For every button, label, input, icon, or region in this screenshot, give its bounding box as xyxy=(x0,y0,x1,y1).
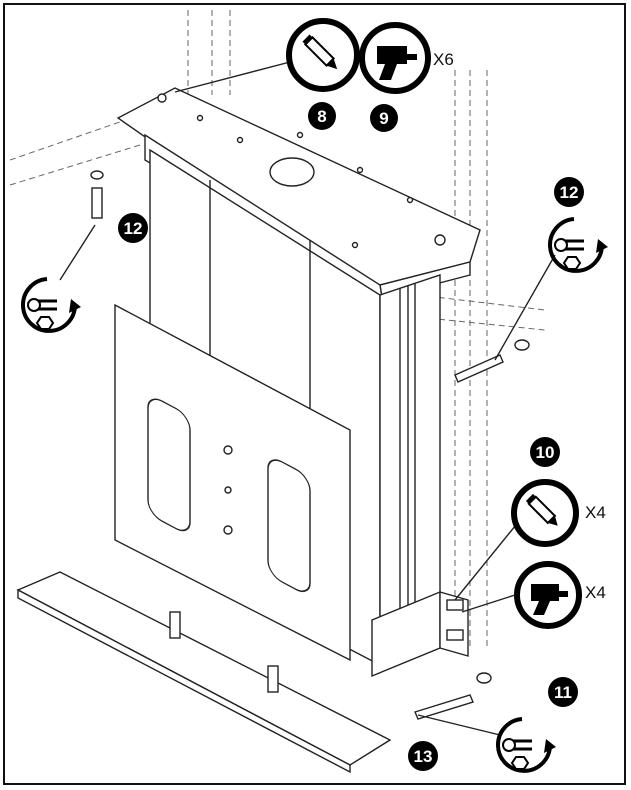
wrench-rotate-icon xyxy=(548,217,608,273)
step-badge-12-left: 12 xyxy=(118,213,148,243)
step-badge-10: 10 xyxy=(530,437,560,467)
side-drill-quantity: X4 xyxy=(585,583,606,602)
step-badge-11: 11 xyxy=(548,677,578,707)
display-plate xyxy=(114,303,351,662)
floor-base-plate xyxy=(16,571,392,774)
washer-bottom xyxy=(476,672,492,684)
step-badge-12-right: 12 xyxy=(554,177,584,207)
washer-right xyxy=(514,339,530,351)
svg-text:9: 9 xyxy=(379,109,388,128)
step-badge-8: 8 xyxy=(308,102,336,130)
svg-text:12: 12 xyxy=(124,219,143,238)
svg-text:12: 12 xyxy=(560,183,579,202)
svg-text:8: 8 xyxy=(317,107,326,126)
bolt-left xyxy=(91,187,103,219)
top-drill-quantity: X6 xyxy=(433,50,454,69)
diagram-frame xyxy=(3,3,626,785)
drill-icon xyxy=(359,22,431,94)
side-pencil-quantity: X4 xyxy=(585,503,606,522)
dashed-guides xyxy=(9,10,546,650)
svg-text:10: 10 xyxy=(536,443,555,462)
wrench-rotate-icon xyxy=(496,717,556,773)
wrench-rotate-icon xyxy=(21,277,81,333)
svg-text:11: 11 xyxy=(554,683,572,702)
leader-lines xyxy=(59,61,556,736)
washer-left xyxy=(90,170,104,180)
step-badge-9: 9 xyxy=(370,104,398,132)
pencil-icon xyxy=(511,479,579,547)
fasteners xyxy=(90,170,530,720)
svg-text:13: 13 xyxy=(414,747,433,766)
bolt-right xyxy=(454,354,504,383)
pencil-icon xyxy=(286,18,360,92)
drill-icon xyxy=(514,561,582,629)
top-mounting-plate xyxy=(116,87,481,300)
side-bracket xyxy=(371,590,469,678)
step-badge-13: 13 xyxy=(408,741,438,771)
bolt-bottom xyxy=(414,694,474,720)
